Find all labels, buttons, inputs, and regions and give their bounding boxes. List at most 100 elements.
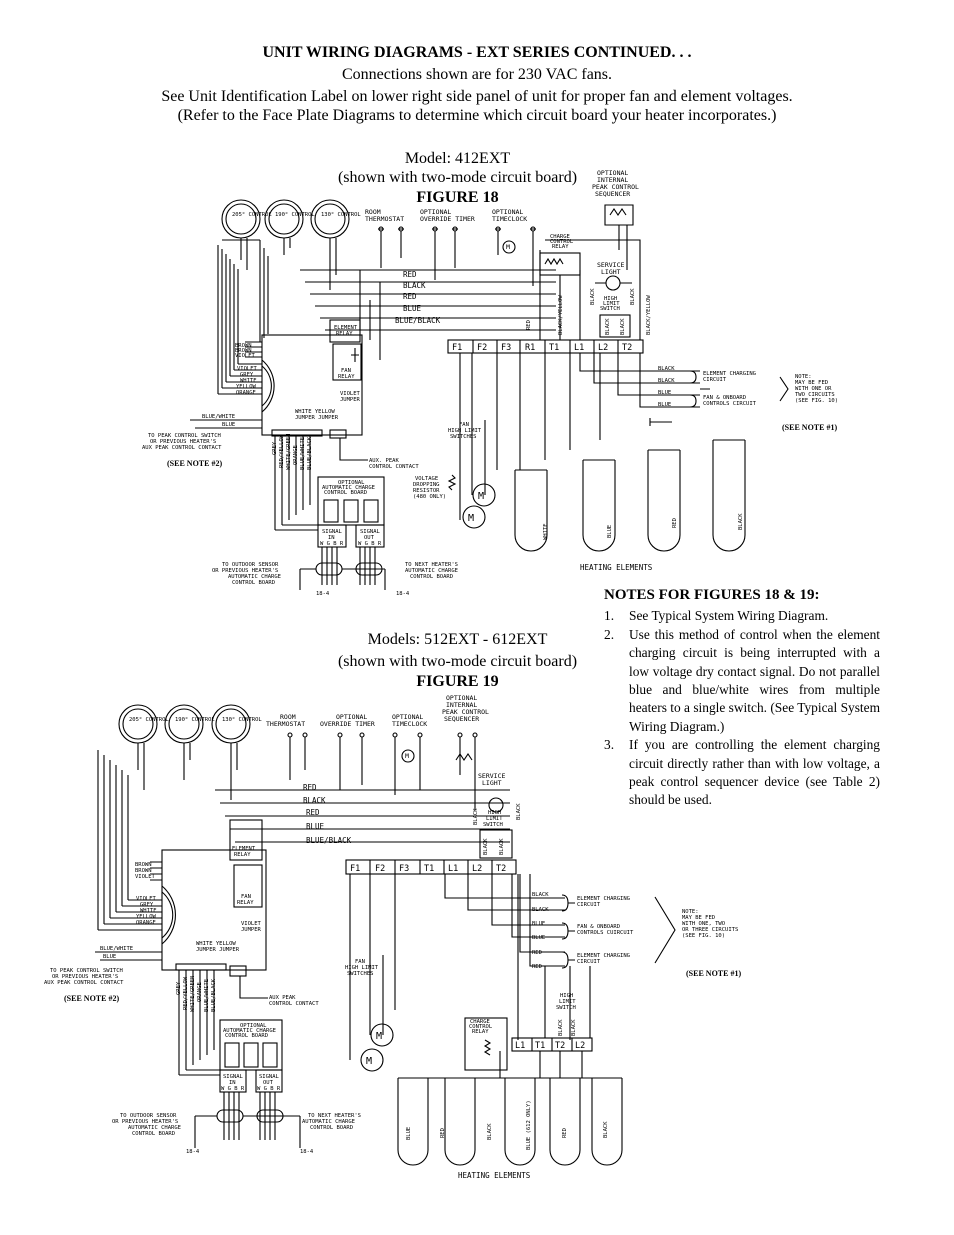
fig19-vwire: BLACK	[483, 838, 489, 855]
fig18-board-label: OPTIONAL	[338, 480, 365, 486]
fig19-subtitle: (shown with two-mode circuit board)	[337, 653, 578, 670]
fig18-harness-wire: ORANGE	[236, 390, 256, 396]
fig19-harness-wire: VIOLET	[135, 874, 156, 880]
svg-text:M: M	[478, 491, 484, 502]
svg-text:M: M	[376, 1031, 382, 1042]
fig18-right-wire: BLUE	[658, 402, 671, 408]
fig18-right-wire: BLACK	[658, 378, 675, 384]
fig18-terminal: L1	[574, 343, 584, 353]
fig18-signal-in: W G B R	[320, 541, 344, 547]
fig18-fan-relay-label: RELAY	[338, 374, 355, 380]
fig18-terminal: L2	[598, 343, 608, 353]
header-line-3: (Refer to the Face Plate Diagrams to det…	[177, 107, 777, 124]
fig18-sequencer-label: OPTIONAL	[597, 169, 628, 177]
fig18-fan-relay-label: FAN	[341, 368, 351, 374]
note-text: Use this method of control when the elem…	[629, 626, 880, 734]
fig18-blue-label: BLUE	[222, 422, 235, 428]
fig18-signal-in: IN	[328, 535, 335, 541]
fig19-terminal2: L1	[515, 1041, 525, 1051]
fig19-right-wire: BLUE	[532, 921, 545, 927]
fig19-harness-wire: WHITE	[140, 908, 157, 914]
fig18-terminal-strip: F1 F2 F3 R1 T1 L1 L2 T2	[447, 339, 644, 354]
fig18-label: FIGURE 18	[416, 189, 499, 206]
fig19-control-label: 130° CONTROL	[222, 717, 262, 723]
fig18-bus-wire: BLUE	[403, 304, 422, 313]
fig18-signal-out: SIGNAL	[360, 529, 381, 535]
fig18-element-wire: WHITE	[543, 523, 549, 540]
fig18-service-light-label: LIGHT	[601, 268, 621, 276]
fig18-note: WITH ONE OR	[795, 386, 832, 392]
svg-text:M: M	[405, 752, 409, 760]
fig18-harness-wire: VIOLET	[235, 353, 256, 359]
fig18-sequencer-label: PEAK CONTROL	[592, 183, 639, 191]
fig19-label: FIGURE 19	[416, 673, 499, 690]
fig19-aux-peak: AUX PEAK	[269, 995, 296, 1001]
fig18-note: (SEE FIG. 10)	[795, 398, 838, 404]
note-number: 2.	[604, 626, 615, 642]
fig19-terminal2: L2	[575, 1041, 585, 1051]
fig18-element-charging: CIRCUIT	[703, 377, 727, 383]
fig18-note: NOTE:	[795, 374, 812, 380]
fig18-switch-wire: BLACK	[620, 318, 626, 335]
note-number: 1.	[604, 608, 615, 624]
fig19-sequencer-label: SEQUENCER	[444, 715, 479, 723]
fig19-hls-label: LIMIT	[486, 816, 503, 822]
fig18-outdoor-label: CONTROL BOARD	[232, 580, 275, 586]
fig19-board-label: AUTOMATIC CHARGE	[223, 1028, 276, 1034]
fig18-terminal: F2	[477, 343, 487, 353]
header-line-2: See Unit Identification Label on lower r…	[161, 88, 793, 105]
fig19-harness-wire: VIOLET	[136, 896, 157, 902]
fig19-signal-in: IN	[229, 1080, 236, 1086]
fig19-terminal-strip: F1 F2 F3 T1 L1 L2 T2	[345, 859, 517, 875]
fig19-harness-wire: BROWN	[135, 868, 152, 874]
fig18-fan-limit: FAN	[459, 422, 469, 428]
fig18-see-note-2: (SEE NOTE #2)	[167, 459, 222, 468]
fig18-signal-in: SIGNAL	[322, 529, 343, 535]
fig19-right-wire: BLACK	[532, 907, 549, 913]
fig18-harness-wire: GREY	[240, 372, 254, 378]
fig19-bus-wire: RED	[303, 783, 317, 792]
fig19-blue-white-label: BLUE/WHITE	[100, 946, 133, 952]
fig19-next-label: CONTROL BOARD	[310, 1125, 353, 1131]
fig18-thermostat-label: THERMOSTAT	[365, 215, 404, 223]
figure-19-diagram: 205° CONTROL 190° CONTROL 130° CONTROL R…	[44, 694, 741, 1180]
fig18-sequencer-label: INTERNAL	[597, 176, 628, 184]
fig19-element-wire: BLUE	[406, 1127, 412, 1140]
fig19-right-wire: RED	[532, 964, 542, 970]
fig18-peak-control-label: OR PREVIOUS HEATER'S	[150, 439, 216, 445]
fig18-resistor-label: RESISTOR	[413, 488, 440, 494]
figure-18-diagram: 205° CONTROL 190° CONTROL 130° CONTROL R…	[142, 169, 838, 597]
fig19-fan-onboard: FAN & ONBOARD	[577, 924, 620, 930]
fig18-charge-relay-label: CONTROL	[550, 239, 574, 245]
fig19-element-wire: RED	[440, 1128, 446, 1138]
fig19-fan-limit: HIGH LIMIT	[345, 965, 379, 971]
fig19-fan-relay-label: RELAY	[237, 900, 254, 906]
fig19-terminal: F1	[350, 864, 360, 874]
fig19-timeclock-label: TIMECLOCK	[392, 720, 427, 728]
fig18-outdoor-label: OR PREVIOUS HEATER'S	[212, 568, 278, 574]
page-title: UNIT WIRING DIAGRAMS - EXT SERIES CONTIN…	[262, 44, 692, 61]
fig19-terminal-strip-2: L1 T1 T2 L2	[511, 1037, 593, 1052]
fig18-timeclock-label: OPTIONAL	[492, 208, 523, 216]
note-item: 3.If you are controlling the element cha…	[604, 736, 880, 810]
fig19-harness-wire: GREY	[140, 902, 154, 908]
fig18-control-label: 130° CONTROL	[321, 212, 361, 218]
note-item: 2. Use this method of control when the el…	[604, 626, 880, 736]
fig19-cable: 18-4	[186, 1149, 200, 1155]
fig18-vwire: BLACK/YELLOW	[558, 295, 564, 335]
fig18-peak-control-label: TO PEAK CONTROL SWITCH	[148, 433, 221, 439]
fig19-bus-wire: BLUE/BLACK	[306, 836, 352, 845]
fig19-harness-wire: ORANGE	[136, 920, 156, 926]
fig18-right-wire: BLACK	[658, 366, 675, 372]
fig19-outdoor-label: AUTOMATIC CHARGE	[128, 1125, 181, 1131]
fig18-aux-peak: CONTROL CONTACT	[369, 464, 419, 470]
fig19-peak-control-label: TO PEAK CONTROL SWITCH	[50, 968, 123, 974]
fig19-note: WITH ONE, TWO	[682, 921, 725, 927]
fig19-vwire: BLACK	[516, 803, 522, 820]
fig19-heating-elements: HEATING ELEMENTS	[458, 1171, 531, 1180]
fig18-resistor-label: (480 ONLY)	[413, 494, 446, 500]
fig19-element-wire: BLACK	[487, 1123, 493, 1140]
notes-section: NOTES FOR FIGURES 18 & 19: 1.See Typical…	[604, 586, 880, 810]
fig18-control-label: 205° CONTROL	[232, 212, 272, 218]
fig19-element-wire: RED	[562, 1128, 568, 1138]
